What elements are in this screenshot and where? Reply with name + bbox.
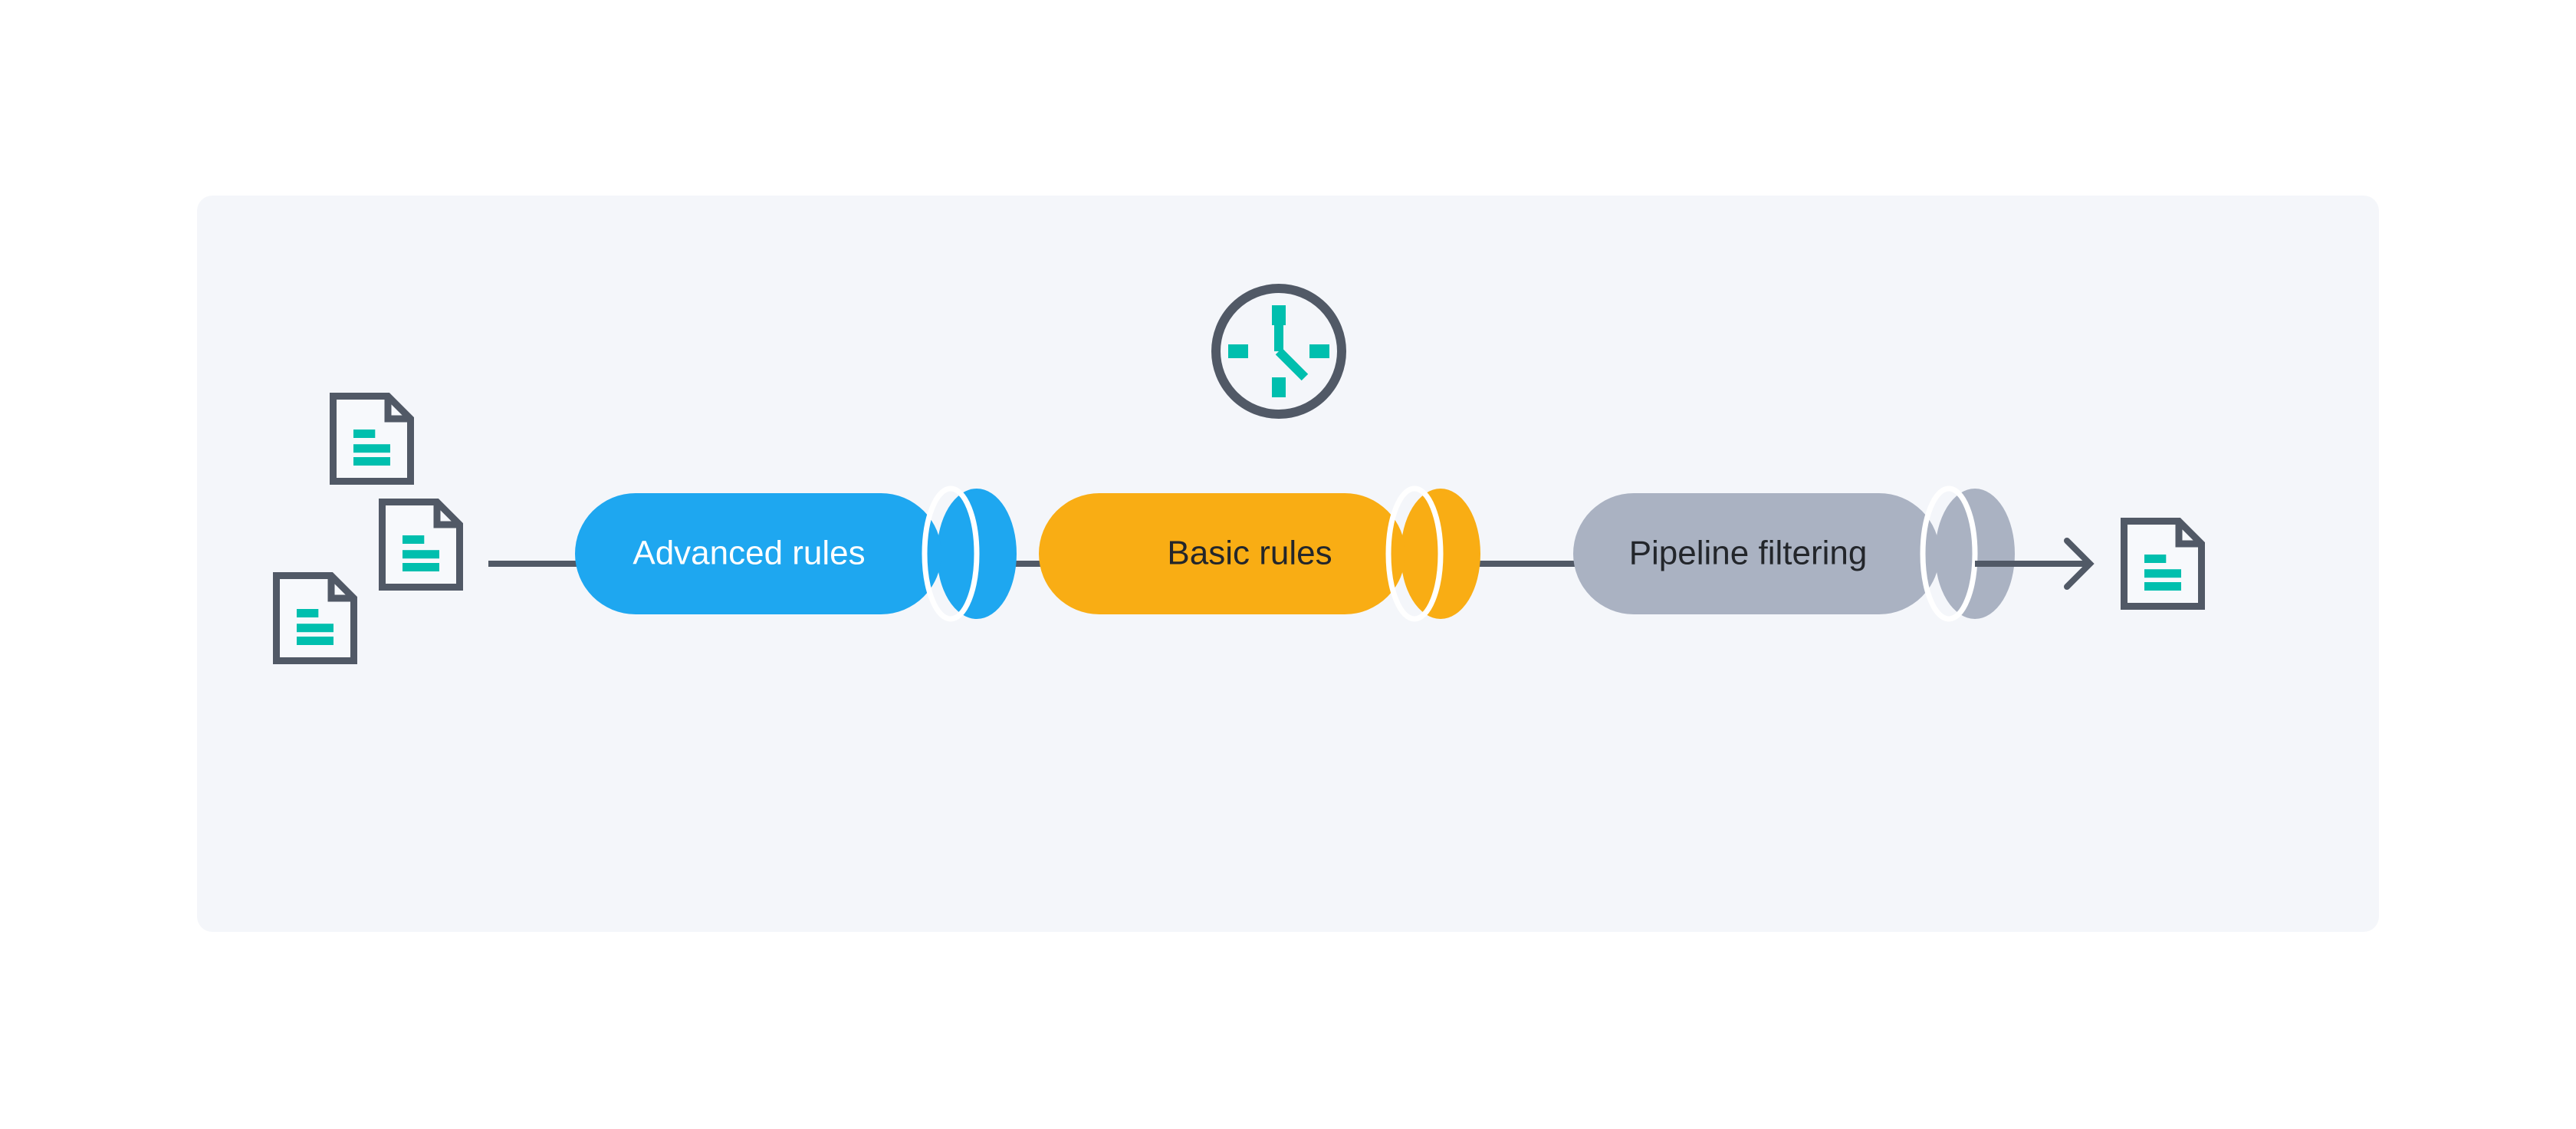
- clock-ring: [1211, 284, 1346, 419]
- document-page: [330, 393, 414, 485]
- document-text-line-2: [402, 550, 439, 559]
- stages-layer: Advanced rules Basic rules Pipeline filter…: [575, 486, 2015, 622]
- document-fold-corner: [2175, 521, 2202, 548]
- input-document-3: [273, 572, 357, 664]
- cylinder-body: [575, 493, 941, 614]
- document-text-line-2: [2144, 569, 2181, 578]
- stage-label-basic-rules: Basic rules: [1167, 535, 1332, 572]
- output-document: [2121, 518, 2205, 610]
- document-fold-corner: [384, 396, 411, 423]
- cylinder-cap-outline: [1920, 486, 1978, 622]
- document-fold-corner: [433, 502, 460, 528]
- documents-layer: [273, 393, 2205, 664]
- document-fold-corner: [327, 575, 354, 602]
- document-text-line-1: [402, 535, 425, 544]
- document-text-line-3: [402, 563, 439, 571]
- stage-basic-rules[interactable]: Basic rules: [1039, 486, 1480, 622]
- document-page: [2121, 518, 2205, 610]
- cylinder-cap-outline: [1385, 486, 1444, 622]
- arrow-layer: [1975, 538, 2095, 590]
- document-text-line-2: [353, 444, 390, 453]
- output-arrow: [1975, 538, 2095, 590]
- clock-tick-9: [1228, 344, 1248, 358]
- document-page: [379, 499, 463, 591]
- document-text-line-3: [297, 637, 334, 645]
- stage-label-advanced-rules: Advanced rules: [632, 535, 865, 572]
- clock-hour-hand: [1275, 347, 1309, 381]
- document-text-line-3: [353, 457, 390, 466]
- clock-tick-3: [1309, 344, 1329, 358]
- clock-tick-6: [1272, 377, 1286, 397]
- document-text-line-1: [2144, 555, 2167, 563]
- cylinder-body: [1039, 493, 1405, 614]
- stage-label-pipeline-filtering: Pipeline filtering: [1629, 535, 1868, 572]
- stage-advanced-rules[interactable]: Advanced rules: [575, 486, 1017, 622]
- cylinder-cap-outline: [922, 486, 980, 622]
- input-document-1: [330, 393, 414, 485]
- document-text-line-3: [2144, 582, 2181, 591]
- input-document-2: [379, 499, 463, 591]
- arrow-head: [2064, 538, 2095, 590]
- document-text-line-1: [297, 609, 319, 617]
- document-text-line-2: [297, 624, 334, 633]
- clock-layer: [1211, 284, 1346, 419]
- document-page: [273, 572, 357, 664]
- document-text-line-1: [353, 430, 376, 438]
- cylinder-body: [1573, 493, 1940, 614]
- stage-pipeline-filtering[interactable]: Pipeline filtering: [1573, 486, 2015, 622]
- clock-icon: [1211, 284, 1346, 419]
